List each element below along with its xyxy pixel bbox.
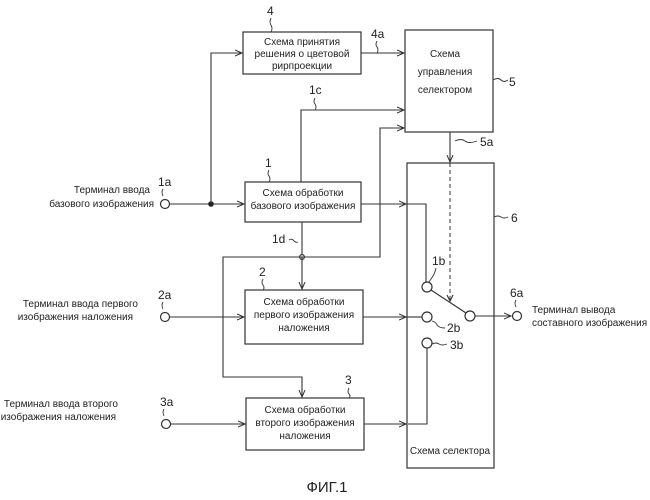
terminal-2a-circle xyxy=(161,313,170,322)
block-2-ref: 2 xyxy=(259,265,266,279)
block-2-line-1: Схема обработки xyxy=(264,296,345,308)
block-3-ref: 3 xyxy=(345,373,352,387)
switch-common-contact xyxy=(465,311,475,321)
terminal-6a-circle xyxy=(513,312,522,321)
block-1-line-1: Схема обработки xyxy=(263,187,344,199)
wire-1a-to-block4 xyxy=(211,53,242,204)
switch-contact-3b xyxy=(422,338,432,348)
block-5-ref: 5 xyxy=(509,75,516,89)
block-2-line-3: наложения xyxy=(278,323,329,334)
signal-4a-label: 4a xyxy=(371,27,385,41)
terminal-6a-label-line-2: составного изображения xyxy=(532,317,647,329)
second-overlay-processing-block: Схема обработки второго изображения нало… xyxy=(246,373,364,450)
contact-1b-label: 1b xyxy=(432,254,446,268)
terminal-2a-leader xyxy=(162,302,163,309)
signal-5a-label: 5a xyxy=(480,135,494,149)
terminal-6a-leader xyxy=(515,300,516,307)
base-image-processing-block: Схема обработки базового изображения 1 xyxy=(245,156,361,222)
terminal-1a-leader xyxy=(162,189,163,196)
block-1-ref: 1 xyxy=(265,156,272,170)
terminal-1a-ref: 1a xyxy=(158,175,172,189)
base-image-input-terminal: 1a Терминал ввода базового изображения xyxy=(49,175,171,210)
switch-contact-2b xyxy=(422,312,432,322)
block-3-line-3: наложения xyxy=(279,431,330,442)
signal-1d-label: 1d xyxy=(272,232,285,246)
terminal-3a-leader xyxy=(163,409,164,416)
block-4-line-2: решения о цветовой xyxy=(255,49,350,60)
block-6-label: Схема селектора xyxy=(410,446,491,457)
block-4-leader xyxy=(270,18,272,32)
block-3-leader xyxy=(348,388,350,398)
wire-1c xyxy=(301,110,404,182)
contact-2b-label: 2b xyxy=(447,321,461,335)
terminal-3a-ref: 3a xyxy=(160,395,174,409)
block-1-line-2: базового изображения xyxy=(251,200,356,212)
block-4-ref: 4 xyxy=(267,4,274,18)
switch-contact-1b xyxy=(422,282,432,292)
block-5-line-3: селектором xyxy=(418,85,472,96)
block-6-ref: 6 xyxy=(511,211,518,225)
terminal-6a-label-line-1: Терминал вывода xyxy=(532,305,616,316)
terminal-3a-circle xyxy=(162,420,171,429)
block-2-line-2: первого изображения xyxy=(254,309,354,321)
block-3-line-1: Схема обработки xyxy=(265,404,346,416)
terminal-2a-label-line-2: изображения наложения xyxy=(18,311,133,323)
selector-control-block: Схема управления селектором 5 xyxy=(405,30,516,132)
terminal-6a-ref: 6a xyxy=(510,286,524,300)
composite-output-terminal: 6a Терминал вывода составного изображени… xyxy=(510,286,647,329)
block-2-leader xyxy=(262,279,264,290)
terminal-1a-label-line-2: базового изображения xyxy=(49,198,154,210)
signal-1c-leader xyxy=(314,98,316,110)
block-3-line-2: второго изображения xyxy=(255,417,354,429)
second-overlay-input-terminal: 3a Терминал ввода второго изображения на… xyxy=(1,395,174,429)
signal-1c-label: 1c xyxy=(309,83,322,97)
first-overlay-processing-block: Схема обработки первого изображения нало… xyxy=(245,265,363,344)
block-5-line-1: Схема xyxy=(430,49,461,60)
contact-3b-label: 3b xyxy=(450,338,464,352)
block-5-line-2: управления xyxy=(418,67,473,78)
terminal-2a-ref: 2a xyxy=(158,288,172,302)
terminal-1a-label-line-1: Терминал ввода xyxy=(74,185,151,196)
block-5-leader xyxy=(493,79,508,82)
terminal-2a-label-line-1: Терминал ввода первого xyxy=(23,299,139,310)
terminal-3a-label-line-2: изображения наложения xyxy=(1,411,116,423)
block-6-leader xyxy=(494,216,508,218)
signal-5a-leader xyxy=(455,140,477,143)
signal-4a-leader xyxy=(376,41,378,53)
signal-1d-leader xyxy=(289,239,298,242)
block-1-leader xyxy=(268,170,270,182)
terminal-1a-circle xyxy=(161,200,170,209)
terminal-3a-label-line-1: Терминал ввода второго xyxy=(4,399,119,410)
color-keying-decision-block: Схема принятия решения о цветовой рирпро… xyxy=(243,4,361,74)
figure-caption: ФИГ.1 xyxy=(307,479,348,496)
first-overlay-input-terminal: 2a Терминал ввода первого изображения на… xyxy=(18,288,172,323)
block-4-line-1: Схема принятия xyxy=(264,37,340,48)
block-4-line-3: рирпроекции xyxy=(272,61,332,72)
